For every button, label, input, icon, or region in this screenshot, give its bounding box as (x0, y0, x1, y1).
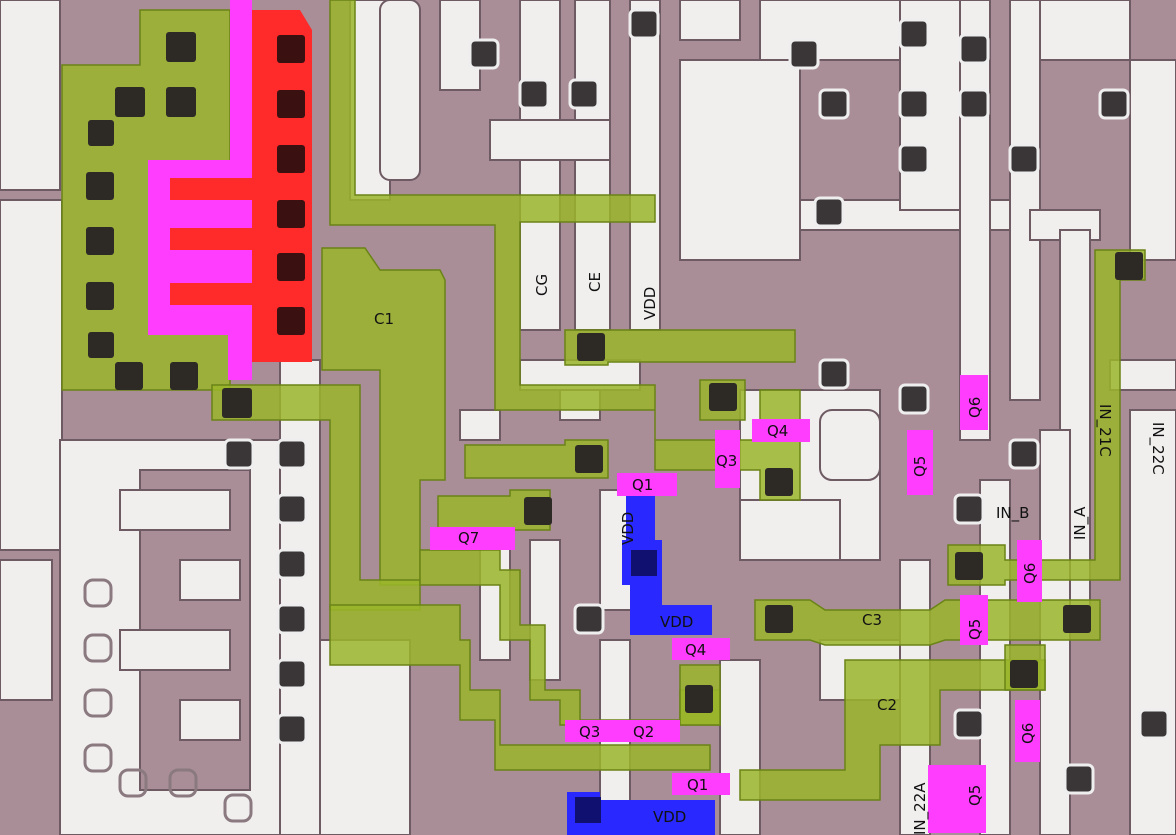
label-q6-b: Q6 (1021, 563, 1039, 584)
label-in-b: IN_B (996, 504, 1029, 523)
label-c2: C2 (877, 696, 897, 714)
label-q3-a: Q3 (716, 452, 737, 470)
label-c3: C3 (862, 611, 882, 629)
label-vdd-rail: VDD (641, 287, 659, 320)
label-q4-a: Q4 (767, 422, 788, 440)
output-transistor-drain (170, 10, 312, 362)
label-q3-b: Q3 (579, 723, 600, 741)
label-vdd-c: VDD (653, 808, 686, 826)
label-in-a: IN_A (1071, 506, 1090, 540)
ring-contacts (83, 578, 253, 823)
vdd-region-bottom (567, 792, 715, 835)
label-q5-c: Q5 (966, 785, 984, 806)
label-q2: Q2 (633, 723, 654, 741)
contact-vias (223, 8, 1170, 795)
label-vdd-b: VDD (660, 613, 693, 631)
label-ce: CE (586, 272, 604, 292)
label-in-22a: IN_22A (911, 782, 930, 835)
label-c1: C1 (374, 310, 394, 328)
label-q5-b: Q5 (966, 619, 984, 640)
vdd-region (622, 495, 712, 635)
label-in-22c: IN_22C (1148, 422, 1167, 475)
label-vdd-a: VDD (619, 512, 637, 545)
label-q4-b: Q4 (685, 641, 706, 659)
poly-contacts (86, 32, 1143, 713)
label-cg: CG (533, 274, 551, 296)
vdd-contact (631, 550, 657, 576)
label-q1-b: Q1 (687, 776, 708, 794)
label-q6-a: Q6 (966, 397, 984, 418)
output-contacts (277, 35, 305, 335)
vdd-contact-bottom (575, 797, 601, 823)
label-in-21c: IN_21C (1095, 404, 1114, 457)
label-q1-a: Q1 (632, 476, 653, 494)
label-q7: Q7 (458, 529, 479, 547)
label-q5-a: Q5 (911, 456, 929, 477)
label-q6-c: Q6 (1019, 723, 1037, 744)
transistor-markers (430, 375, 1042, 833)
